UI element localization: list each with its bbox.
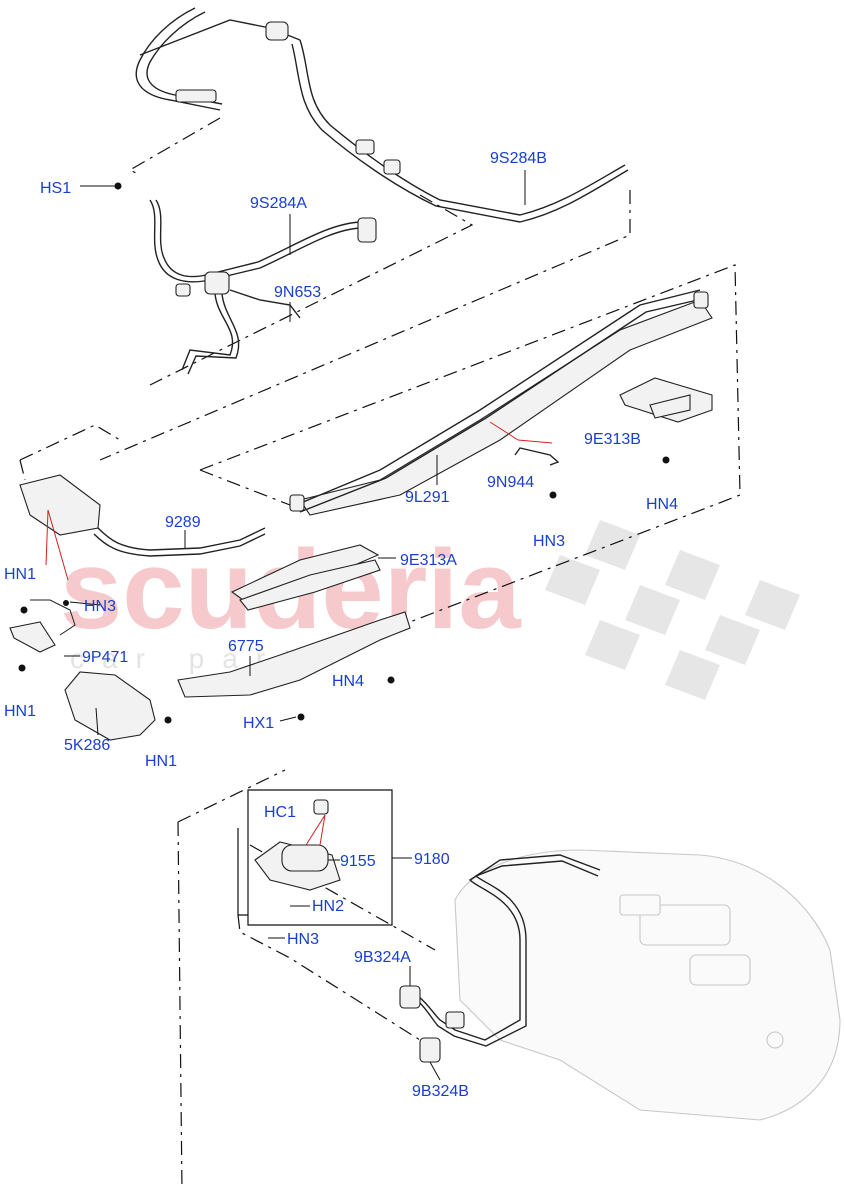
label-9n653: 9N653 xyxy=(274,284,321,301)
shield-6775 xyxy=(177,611,411,698)
middle-dashed-boundary xyxy=(19,264,741,671)
upper-fuel-lines xyxy=(135,7,629,223)
label-9e313b: 9E313B xyxy=(584,431,641,448)
label-hn3-top: HN3 xyxy=(533,533,565,550)
label-9n944: 9N944 xyxy=(487,474,534,491)
label-9180: 9180 xyxy=(414,851,450,868)
watermark: scuderia car parts xyxy=(60,520,800,700)
label-hn4-top: HN4 xyxy=(646,496,678,513)
label-hs1: HS1 xyxy=(40,180,71,197)
label-hn4-mid: HN4 xyxy=(332,673,364,690)
upper-fuel-lines-dashed-boundary xyxy=(99,117,631,461)
fuel-filter-box-9180 xyxy=(237,789,393,926)
label-hx1: HX1 xyxy=(243,715,274,732)
label-9p471: 9P471 xyxy=(82,649,128,666)
heat-shield-9289 xyxy=(19,474,266,557)
bracket-9p471 xyxy=(9,599,76,653)
label-hn3-mid: HN3 xyxy=(84,598,116,615)
label-hn2: HN2 xyxy=(312,898,344,915)
label-9289: 9289 xyxy=(165,514,201,531)
bracket-9e313a xyxy=(230,544,381,611)
fuel-tank xyxy=(454,849,841,1121)
lower-dashed-boundary xyxy=(177,769,436,1191)
evap-line-assembly xyxy=(149,199,377,375)
heat-shield-5k286 xyxy=(64,671,156,741)
label-9b324a: 9B324A xyxy=(354,949,411,966)
fasteners xyxy=(18,182,670,724)
tank-fuel-lines xyxy=(399,854,601,1063)
label-6775: 6775 xyxy=(228,638,264,655)
fuel-filter-9155 xyxy=(254,799,341,891)
label-9s284b: 9S284B xyxy=(490,150,547,167)
bracket-9e313b xyxy=(619,377,713,423)
label-5k286: 5K286 xyxy=(64,737,110,754)
label-hn1-b: HN1 xyxy=(4,703,36,720)
label-hn1-a: HN1 xyxy=(4,566,36,583)
part-labels: HS1 9S284A 9S284B 9N653 9E313B 9N944 9L2… xyxy=(4,150,678,1100)
label-9s284a: 9S284A xyxy=(250,195,307,212)
checkered-flag-icon xyxy=(545,520,800,700)
pipe-carrier-9l291 xyxy=(289,289,713,516)
label-9l291: 9L291 xyxy=(405,489,450,506)
label-hn3-low: HN3 xyxy=(287,931,319,948)
label-9b324b: 9B324B xyxy=(412,1083,469,1100)
label-9155: 9155 xyxy=(340,853,376,870)
label-hn1-c: HN1 xyxy=(145,753,177,770)
label-9e313a: 9E313A xyxy=(400,552,457,569)
leader-lines xyxy=(64,170,526,1081)
label-hc1: HC1 xyxy=(264,804,296,821)
clip-9n944 xyxy=(514,447,560,466)
